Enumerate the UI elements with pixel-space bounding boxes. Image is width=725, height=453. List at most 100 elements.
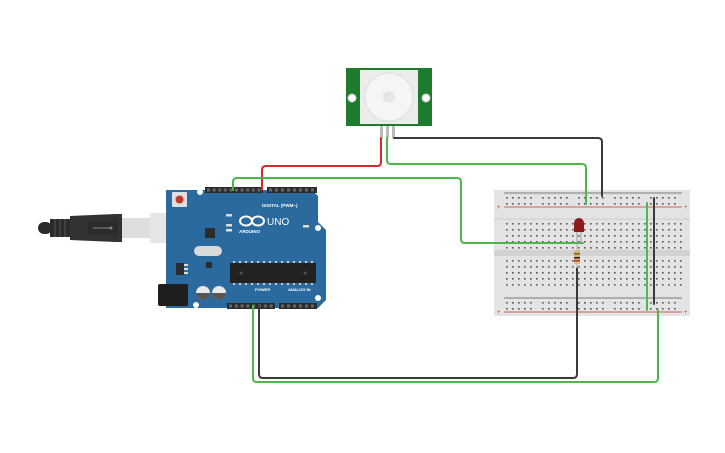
breadboard-hole — [584, 302, 586, 304]
breadboard-hole — [596, 284, 598, 286]
breadboard-hole — [608, 223, 610, 225]
breadboard-hole — [584, 223, 586, 225]
arduino-uno-board[interactable]: DIGITAL (PWM~) UNO ARDUINO — [158, 187, 326, 309]
breadboard-hole — [644, 284, 646, 286]
breadboard-hole — [566, 266, 568, 268]
wire-green-pir-out[interactable] — [386, 137, 587, 205]
breadboard-hole — [584, 235, 586, 237]
breadboard-hole — [554, 247, 556, 249]
breadboard-hole — [614, 266, 616, 268]
header-pin — [311, 188, 314, 192]
wire-red-5v[interactable] — [261, 137, 382, 191]
breadboard-hole — [506, 272, 508, 274]
breadboard-hole — [650, 223, 652, 225]
mounting-hole — [197, 189, 203, 195]
breadboard-hole — [578, 197, 580, 199]
breadboard-hole — [674, 260, 676, 262]
usb-cable[interactable] — [38, 213, 175, 243]
breadboard-hole — [668, 241, 670, 243]
breadboard-hole — [620, 247, 622, 249]
breadboard-hole — [530, 272, 532, 274]
pir-sensor[interactable] — [346, 68, 432, 138]
breadboard-hole — [596, 223, 598, 225]
wire-black-gnd[interactable] — [258, 267, 578, 379]
breadboard-hole — [584, 260, 586, 262]
breadboard-hole — [632, 284, 634, 286]
red-led[interactable] — [574, 218, 584, 243]
breadboard-hole — [542, 241, 544, 243]
analog-header[interactable] — [279, 303, 317, 309]
breadboard-hole — [536, 266, 538, 268]
breadboard-hole — [578, 302, 580, 304]
breadboard-hole — [650, 260, 652, 262]
breadboard-hole — [644, 266, 646, 268]
header-pin — [281, 304, 284, 308]
breadboard-hole — [584, 308, 586, 310]
pir-pin-gnd[interactable] — [392, 126, 395, 138]
chip-pin — [263, 283, 265, 285]
breadboard-hole — [668, 223, 670, 225]
wire-green-pin2-led[interactable] — [232, 177, 584, 244]
breadboard-hole — [662, 241, 664, 243]
breadboard-hole — [524, 203, 526, 205]
wire-green-5v-rail[interactable] — [252, 305, 659, 383]
chip-pin — [275, 261, 277, 263]
pir-pin-vcc[interactable] — [380, 126, 383, 138]
breadboard-hole — [638, 235, 640, 237]
breadboard-hole — [524, 284, 526, 286]
breadboard-hole — [668, 272, 670, 274]
breadboard-hole — [506, 278, 508, 280]
breadboard-hole — [608, 278, 610, 280]
breadboard-hole — [512, 308, 514, 310]
breadboard-hole — [530, 241, 532, 243]
breadboard-hole — [566, 278, 568, 280]
breadboard-hole — [626, 302, 628, 304]
resistor[interactable] — [574, 244, 580, 268]
breadboard-hole — [512, 229, 514, 231]
wire-black-pir-gnd[interactable] — [393, 137, 603, 197]
header-pin — [311, 304, 314, 308]
breadboard-hole — [626, 266, 628, 268]
breadboard-hole — [548, 284, 550, 286]
breadboard-hole — [674, 229, 676, 231]
uno-label: UNO — [267, 217, 289, 228]
breadboard-hole — [590, 247, 592, 249]
breadboard-hole — [506, 266, 508, 268]
breadboard-hole — [590, 302, 592, 304]
breadboard-hole — [662, 266, 664, 268]
breadboard-hole — [530, 302, 532, 304]
analog-in-label: ANALOG IN — [288, 287, 311, 292]
breadboard-hole — [518, 203, 520, 205]
header-pin — [263, 304, 267, 308]
breadboard-hole — [524, 229, 526, 231]
breadboard-hole — [644, 229, 646, 231]
breadboard-hole — [638, 247, 640, 249]
breadboard[interactable]: + + + + — [494, 190, 690, 316]
breadboard-hole — [596, 229, 598, 231]
breadboard-hole — [602, 223, 604, 225]
breadboard-hole — [668, 235, 670, 237]
power-jack[interactable] — [158, 284, 188, 306]
breadboard-hole — [590, 266, 592, 268]
header-pin — [287, 188, 290, 192]
breadboard-hole — [554, 284, 556, 286]
breadboard-hole — [602, 302, 604, 304]
breadboard-hole — [626, 278, 628, 280]
breadboard-hole — [608, 235, 610, 237]
breadboard-hole — [590, 229, 592, 231]
breadboard-hole — [680, 284, 682, 286]
breadboard-hole — [548, 278, 550, 280]
pir-pin-out[interactable] — [386, 126, 389, 138]
breadboard-hole — [620, 223, 622, 225]
breadboard-hole — [662, 203, 664, 205]
power-header[interactable] — [227, 303, 275, 309]
breadboard-hole — [626, 308, 628, 310]
breadboard-hole — [668, 247, 670, 249]
breadboard-hole — [602, 235, 604, 237]
breadboard-hole — [650, 272, 652, 274]
breadboard-hole — [656, 302, 658, 304]
chip-pin — [269, 283, 271, 285]
digital-header-right[interactable] — [267, 187, 317, 193]
breadboard-hole — [632, 247, 634, 249]
